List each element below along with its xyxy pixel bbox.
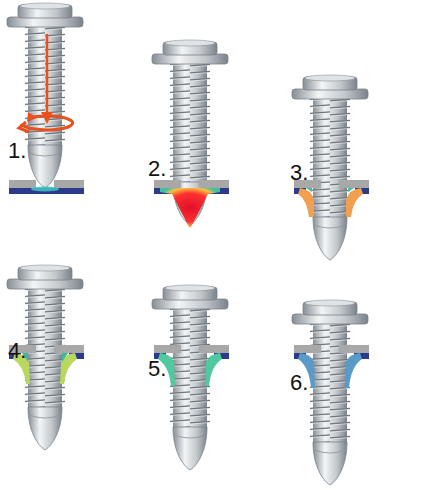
plate-3 <box>294 180 369 217</box>
step-number: 6. <box>290 372 308 394</box>
step-number: 1. <box>8 140 26 162</box>
step-number: 4. <box>8 340 26 362</box>
contact-spot <box>31 187 59 192</box>
step-number: 3. <box>290 162 308 184</box>
screw-1 <box>7 3 83 188</box>
motion-arrows <box>19 34 73 132</box>
plate-2 <box>154 180 229 227</box>
step-number: 5. <box>148 358 166 380</box>
screw-4 <box>7 265 83 450</box>
step-number: 2. <box>148 158 166 180</box>
